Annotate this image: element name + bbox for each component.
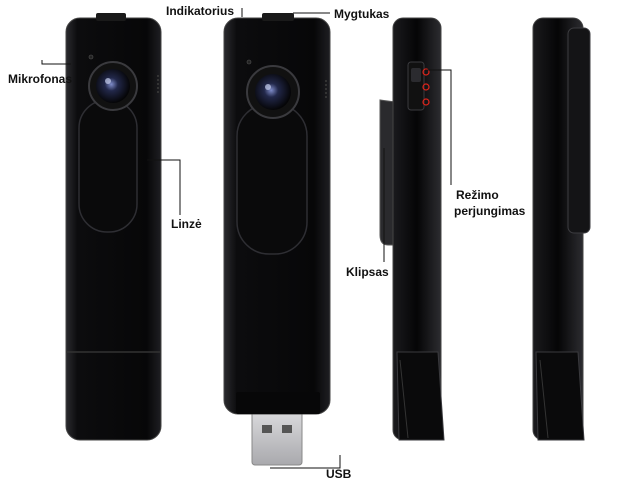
clip [567, 27, 591, 234]
indicator-top [262, 13, 294, 21]
label-usb: USB [326, 467, 352, 481]
label-rezimo-1: Režimo [456, 188, 499, 202]
lens [96, 69, 130, 103]
label-indikatorius: Indikatorius [166, 4, 235, 18]
label-rezimo-2: perjungimas [454, 204, 526, 218]
button-top [96, 13, 126, 21]
device-side-switch [379, 17, 445, 441]
label-mikrofonas: Mikrofonas [8, 72, 73, 86]
lens [255, 74, 291, 110]
device-front-capped [65, 13, 162, 441]
device-back [532, 17, 591, 441]
label-linze: Linzė [171, 217, 202, 231]
leader-lines [41, 8, 452, 469]
label-klipsas: Klipsas [346, 265, 389, 279]
cap-side [396, 351, 445, 441]
device-front-usb [223, 13, 331, 466]
front-panel [78, 99, 138, 233]
front-panel [236, 103, 308, 255]
label-mygtukas: Mygtukas [334, 7, 390, 21]
microphone-hole [88, 54, 94, 60]
